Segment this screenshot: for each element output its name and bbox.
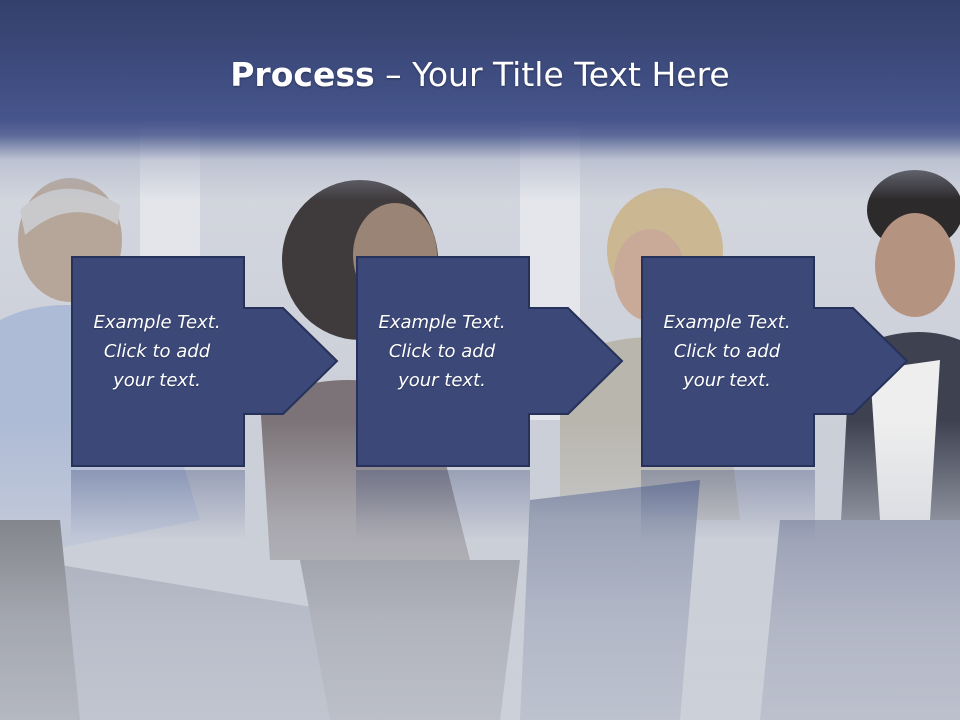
step-3-text[interactable]: Example Text. Click to add your text. xyxy=(663,312,791,391)
process-step-1[interactable]: Example Text. Click to add your text. xyxy=(71,256,341,468)
process-step-2[interactable]: Example Text. Click to add your text. xyxy=(356,256,626,468)
step-1-reflection xyxy=(71,470,245,540)
slide-title[interactable]: Process – Your Title Text Here xyxy=(0,52,960,98)
step-2-shape xyxy=(356,256,624,467)
step-2-text[interactable]: Example Text. Click to add your text. xyxy=(378,312,506,391)
title-regular-part: – Your Title Text Here xyxy=(374,55,730,94)
step-3-reflection xyxy=(641,470,815,540)
title-bold-part: Process xyxy=(230,55,375,94)
process-step-3[interactable]: Example Text. Click to add your text. xyxy=(641,256,911,468)
step-1-shape xyxy=(71,256,339,467)
step-1-text[interactable]: Example Text. Click to add your text. xyxy=(93,312,221,391)
step-3-shape xyxy=(641,256,909,467)
title-band xyxy=(0,0,960,200)
step-2-reflection xyxy=(356,470,530,540)
